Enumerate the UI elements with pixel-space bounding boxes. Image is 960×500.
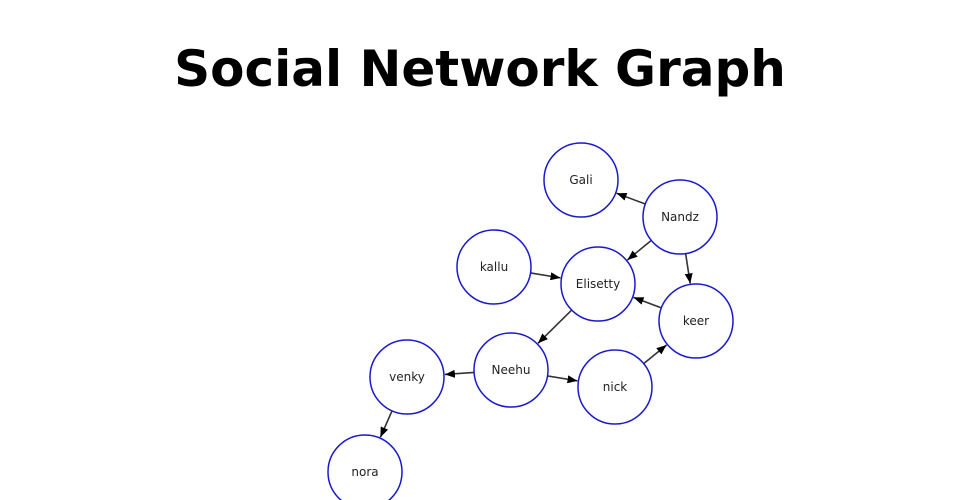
- node-venky[interactable]: venky: [369, 339, 445, 415]
- node-label-kallu: kallu: [480, 260, 508, 274]
- node-label-elisetty: Elisetty: [576, 277, 620, 291]
- edge-venky-to-nora: [379, 410, 393, 438]
- node-circle-kallu[interactable]: [456, 229, 532, 305]
- node-keer[interactable]: keer: [658, 283, 734, 359]
- page-title: Social Network Graph: [174, 40, 786, 98]
- edge-nick-to-keer: [643, 344, 668, 365]
- edges-layer: [379, 192, 693, 438]
- node-label-venky: venky: [389, 370, 425, 384]
- node-circle-nick[interactable]: [577, 349, 653, 425]
- edge-nandz-to-keer: [684, 253, 693, 284]
- node-label-nick: nick: [603, 380, 628, 394]
- node-circle-nora[interactable]: [327, 434, 403, 500]
- node-circle-venky[interactable]: [369, 339, 445, 415]
- edge-nandz-to-gali: [616, 192, 646, 205]
- node-circle-keer[interactable]: [658, 283, 734, 359]
- edge-keer-to-elisetty: [633, 296, 662, 309]
- edge-kallu-to-elisetty: [530, 272, 561, 281]
- edge-neehu-to-nick: [547, 375, 578, 384]
- node-nandz[interactable]: Nandz: [642, 179, 718, 255]
- node-label-nandz: Nandz: [661, 210, 699, 224]
- node-neehu[interactable]: Neehu: [473, 332, 549, 408]
- node-label-gali: Gali: [569, 173, 592, 187]
- node-label-nora: nora: [351, 465, 378, 479]
- node-elisetty[interactable]: Elisetty: [560, 246, 636, 322]
- node-kallu[interactable]: kallu: [456, 229, 532, 305]
- node-circle-nandz[interactable]: [642, 179, 718, 255]
- node-label-keer: keer: [683, 314, 709, 328]
- node-circle-neehu[interactable]: [473, 332, 549, 408]
- edge-neehu-to-venky: [444, 369, 475, 378]
- node-circle-gali[interactable]: [543, 142, 619, 218]
- node-nick[interactable]: nick: [577, 349, 653, 425]
- edge-elisetty-to-neehu: [537, 309, 573, 344]
- node-circle-elisetty[interactable]: [560, 246, 636, 322]
- edge-nandz-to-elisetty: [626, 239, 652, 261]
- node-gali[interactable]: Gali: [543, 142, 619, 218]
- node-nora[interactable]: nora: [327, 434, 403, 500]
- node-label-neehu: Neehu: [492, 363, 531, 377]
